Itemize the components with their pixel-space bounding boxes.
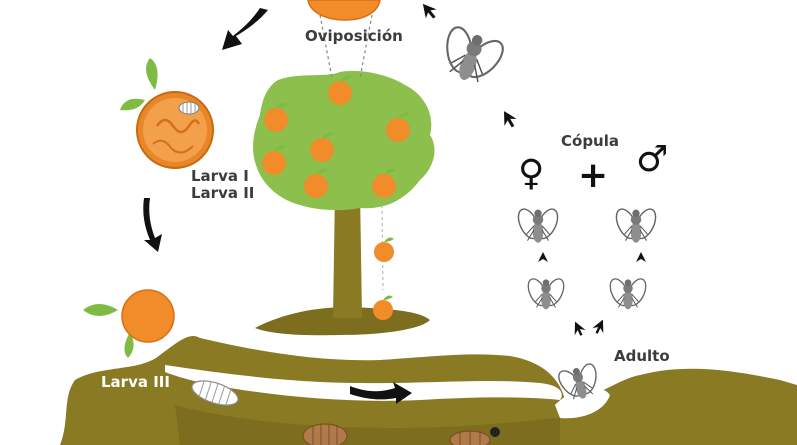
arrow-icon <box>143 8 412 404</box>
oviposition-orange-icon <box>307 0 381 21</box>
label-oviposition: Oviposición <box>305 27 403 45</box>
burrow-hole <box>555 387 610 419</box>
female-symbol: ♀ <box>518 153 545 194</box>
tree-trunk <box>333 190 362 318</box>
small-arrow-icons <box>422 3 646 336</box>
label-copulation: Cópula <box>561 132 619 150</box>
larva-iii-orange-icon <box>83 289 175 358</box>
larva-orange-icon <box>120 58 214 169</box>
label-larva-3: Larva III <box>101 373 170 391</box>
tunnel-opening <box>165 365 562 401</box>
tree-oranges <box>262 75 410 198</box>
label-larva-1: Larva I <box>191 167 249 185</box>
plus-sign: + <box>578 155 609 196</box>
falling-oranges <box>373 237 394 320</box>
label-adult: Adulto <box>614 347 670 365</box>
larva-iii-icon <box>191 379 239 407</box>
male-symbol: ♂ <box>636 139 669 180</box>
larva-icon <box>178 101 200 115</box>
guide-line-right <box>359 14 373 79</box>
guide-line-left <box>319 14 333 79</box>
emerging-pupa-icon <box>449 427 500 445</box>
pupa-icon <box>302 423 348 445</box>
label-larva-2: Larva II <box>191 184 255 202</box>
